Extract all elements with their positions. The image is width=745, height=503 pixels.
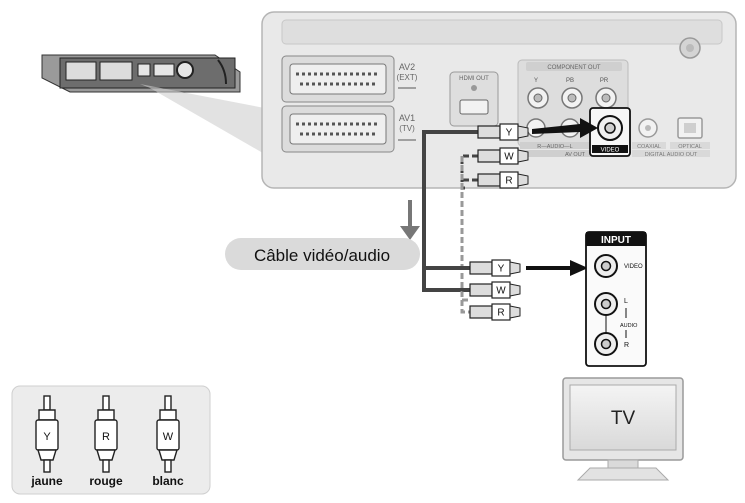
bottom-plug-y: Y: [498, 264, 505, 275]
cable-label-text: Câble vidéo/audio: [254, 246, 390, 265]
av1-label: AV1: [399, 113, 415, 123]
tv-set: TV: [562, 377, 684, 481]
input-video-label: VIDEO: [624, 264, 643, 270]
rear-panel: AV2 (EXT) AV1 (TV) HDMI OUT COMPONENT OU…: [261, 11, 737, 189]
legend-name: jaune: [31, 474, 63, 488]
input-r-label: R: [624, 342, 629, 349]
comp-pb-label: PB: [566, 78, 574, 84]
tv-label: TV: [611, 408, 636, 429]
component-out-label: COMPONENT OUT: [547, 65, 601, 71]
bottom-plug-w: W: [496, 286, 506, 297]
down-arrow: [400, 200, 420, 240]
rca-plug-icon: W: [156, 395, 180, 473]
av1-sub-label: (TV): [399, 124, 415, 133]
comp-y-label: Y: [534, 78, 538, 84]
top-plug-y: Y: [506, 128, 513, 139]
legend-name: blanc: [152, 474, 184, 488]
optical-label: OPTICAL: [678, 144, 702, 150]
cable-label: Câble vidéo/audio: [225, 238, 420, 270]
av2-label: AV2: [399, 62, 415, 72]
cable-top-plugs: Y W R: [422, 118, 598, 302]
av2-sub-label: (EXT): [397, 73, 418, 82]
legend-name: rouge: [89, 474, 123, 488]
top-plug-r: R: [505, 176, 512, 187]
legend-letter: Y: [43, 431, 51, 443]
rca-plug-icon: Y: [35, 395, 59, 473]
legend-letter: W: [163, 431, 174, 443]
recorder-device: [41, 54, 241, 93]
zoom-wedge: [140, 84, 275, 160]
bottom-plug-r: R: [497, 308, 504, 319]
video-out-label: VIDEO: [601, 148, 620, 154]
av-out-label: AV OUT: [565, 152, 586, 158]
tv-input-panel: INPUT VIDEO L AUDIO R: [585, 231, 647, 367]
hdmi-label: HDMI OUT: [459, 76, 489, 82]
legend-letter: R: [102, 431, 110, 443]
input-audio-label: AUDIO: [620, 323, 638, 329]
digital-audio-out-label: DIGITAL AUDIO OUT: [645, 152, 698, 158]
rca-plug-icon: R: [94, 395, 118, 473]
coaxial-label: COAXIAL: [637, 144, 661, 150]
input-l-label: L: [624, 298, 628, 305]
comp-pr-label: PR: [600, 78, 609, 84]
top-plug-w: W: [504, 152, 514, 163]
cable-bottom-plugs: Y W R: [424, 259, 588, 321]
audio-rl-label: R—AUDIO—L: [537, 144, 572, 150]
input-title: INPUT: [601, 235, 631, 246]
